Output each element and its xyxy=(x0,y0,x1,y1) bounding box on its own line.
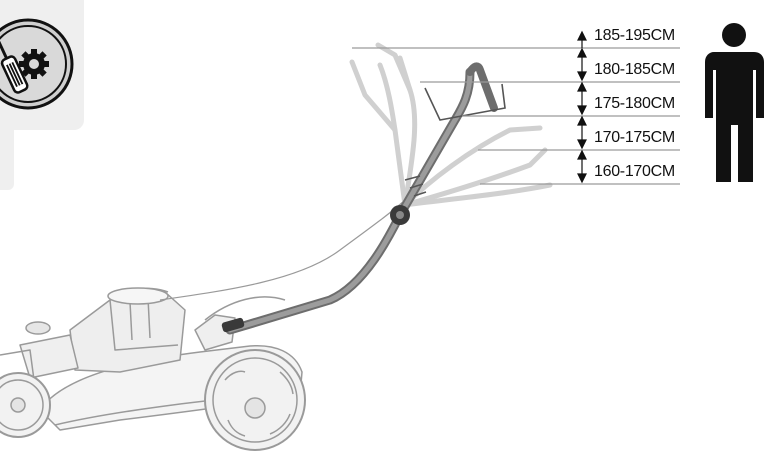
height-dimension-arrows xyxy=(577,30,587,184)
lawn-mower-illustration xyxy=(0,199,406,451)
height-label-175-180: 175-180CM xyxy=(594,95,675,112)
tool-badge-tab xyxy=(0,130,14,190)
height-label-160-170: 160-170CM xyxy=(594,163,675,180)
height-label-170-175: 170-175CM xyxy=(594,129,675,146)
person-silhouette-icon xyxy=(705,23,764,182)
height-labels: 185-195CM 180-185CM 175-180CM 170-175CM … xyxy=(594,27,675,180)
height-label-180-185: 180-185CM xyxy=(594,61,675,78)
active-handle xyxy=(221,62,506,335)
height-label-185-195: 185-195CM xyxy=(594,27,675,44)
height-guide-lines xyxy=(352,47,680,185)
tools-gear-icon xyxy=(0,18,74,110)
